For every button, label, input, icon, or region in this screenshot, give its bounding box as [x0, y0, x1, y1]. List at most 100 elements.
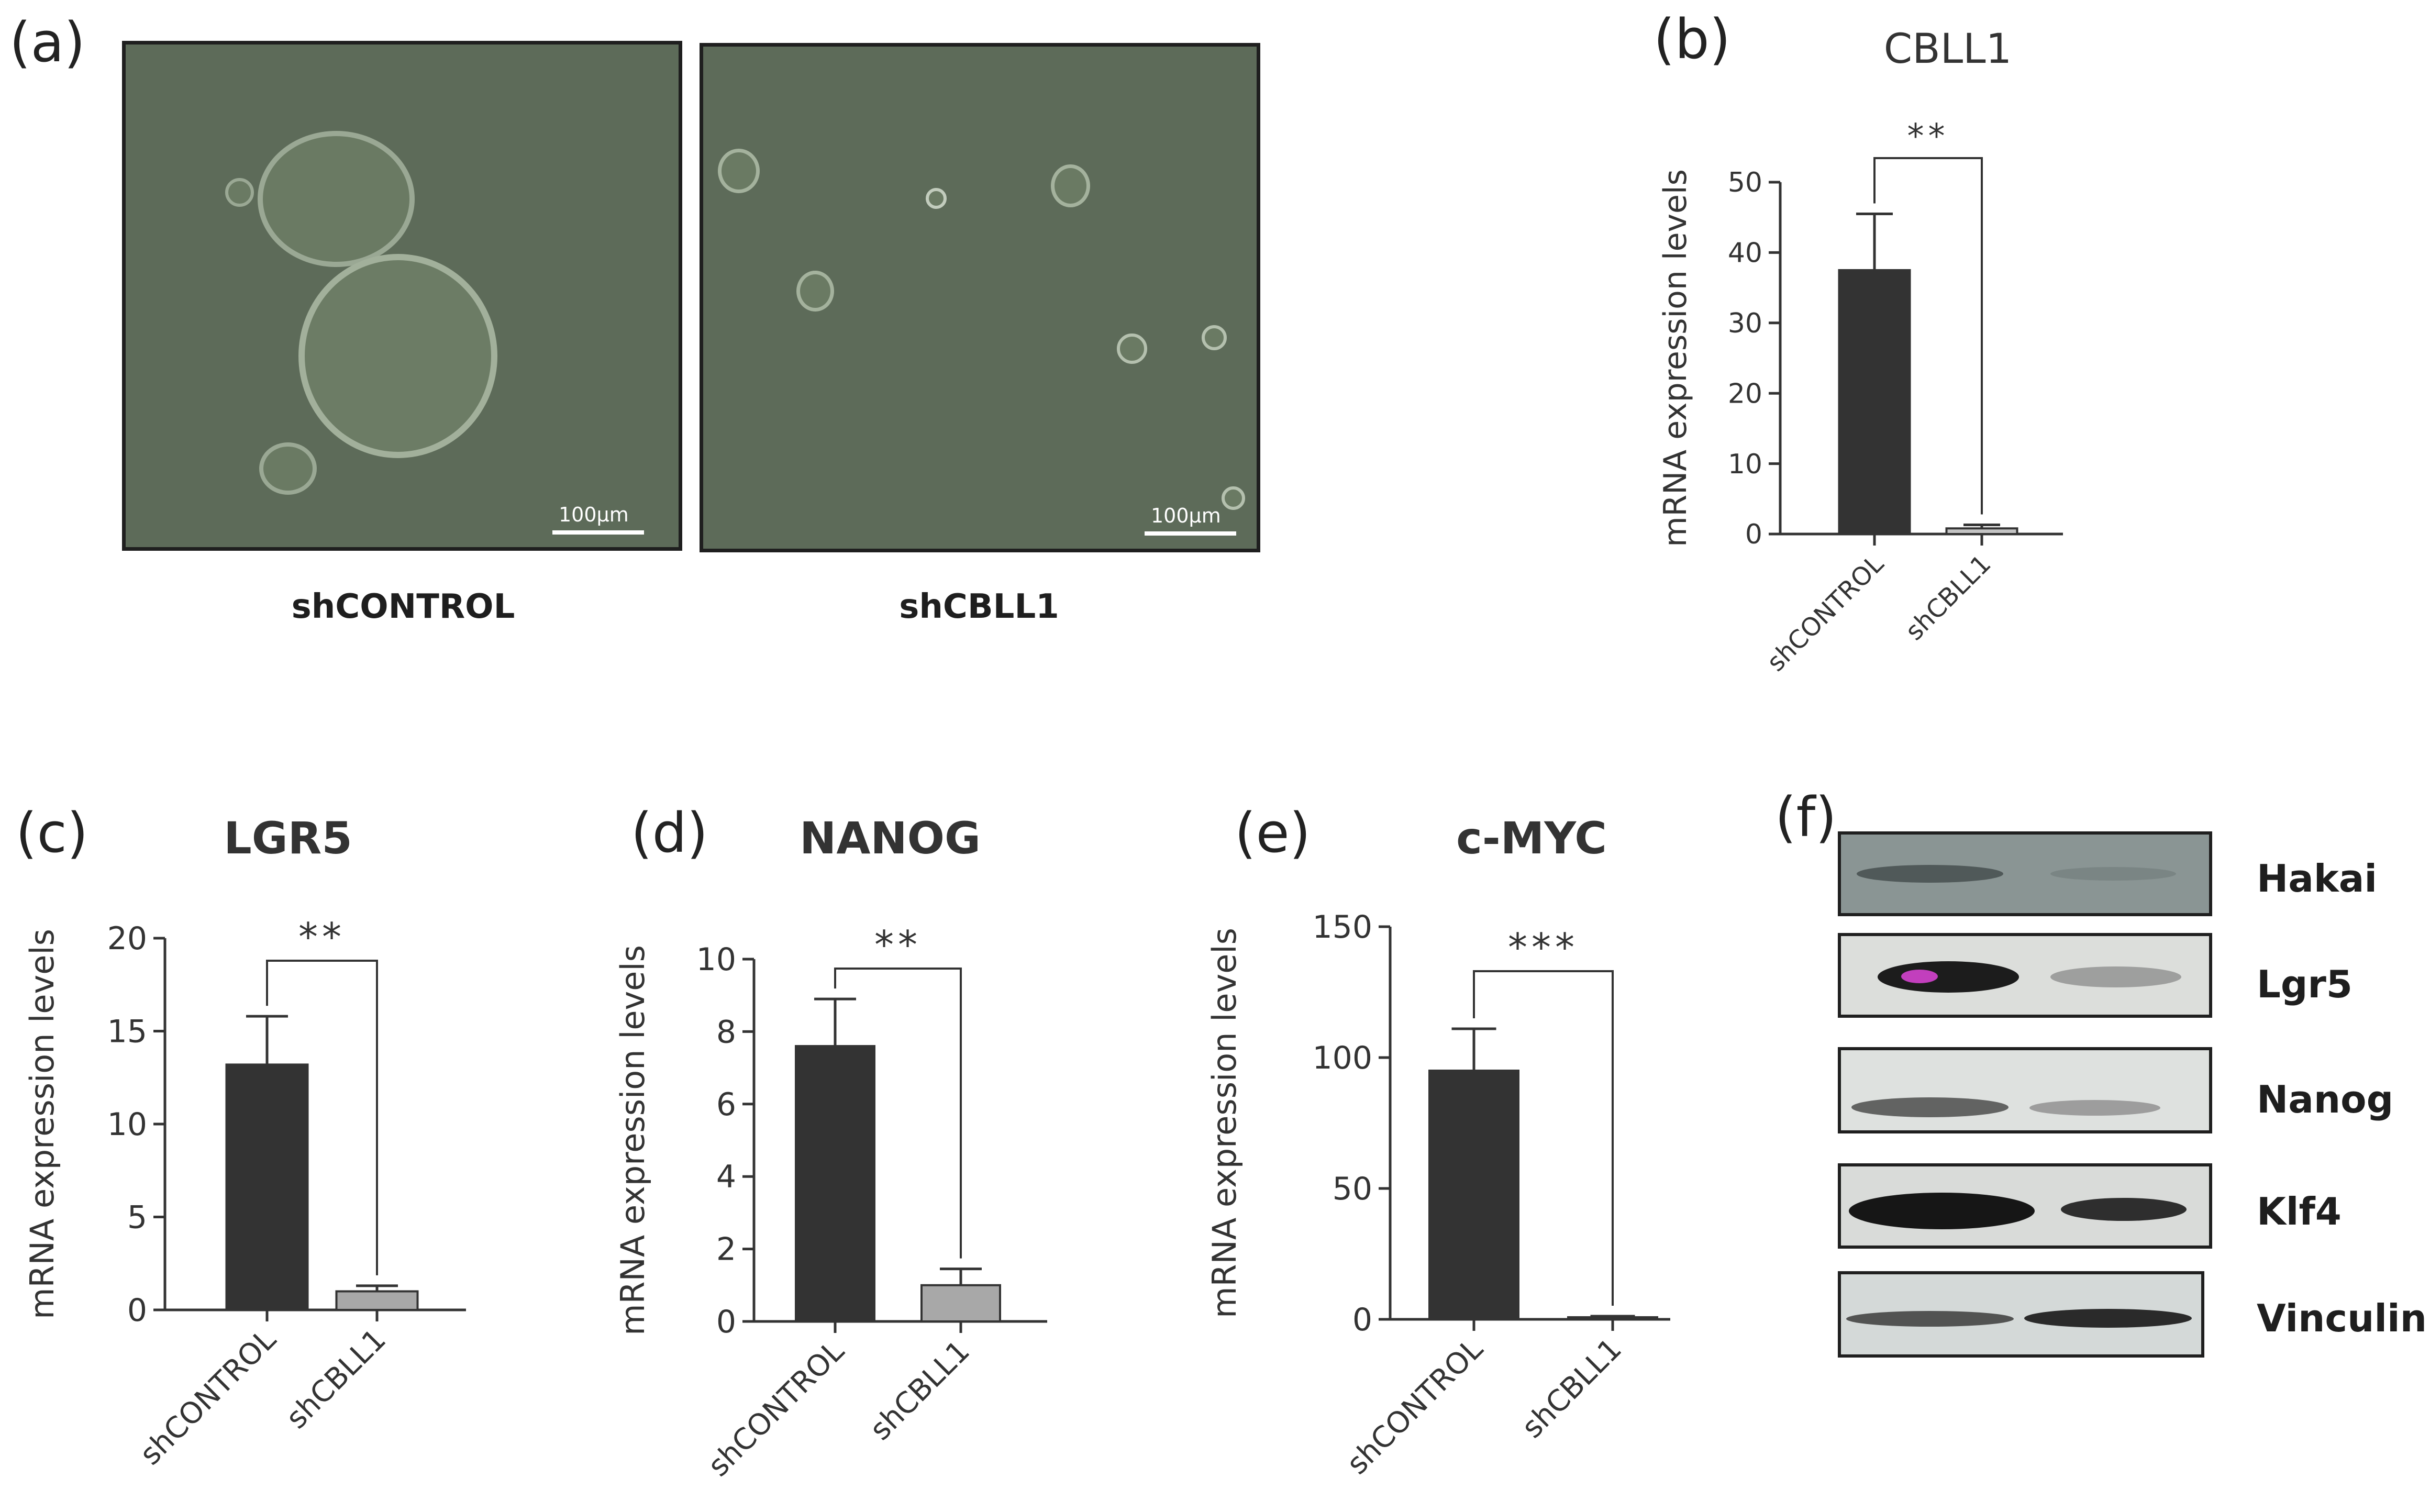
bar: [1428, 1070, 1519, 1320]
cell-cluster: [1117, 333, 1147, 364]
blot-hakai: [1838, 831, 2212, 916]
scale-bar: [1145, 531, 1236, 536]
bar: [795, 1045, 875, 1322]
significance-label: ***: [1508, 925, 1579, 970]
cell-cluster: [258, 131, 415, 267]
bar: [1945, 527, 2018, 535]
cell-cluster: [926, 188, 947, 209]
panel-label-c: (c): [16, 801, 88, 865]
significance-label: **: [1907, 117, 1949, 156]
band: [1878, 961, 2019, 993]
y-tick-label: 10: [696, 941, 736, 978]
blot-label-vinculin: Vinculin: [2257, 1296, 2427, 1340]
panel-label-d: (d): [631, 801, 708, 865]
cell-cluster: [1222, 486, 1245, 510]
micrograph-caption-shcbll1: shCBLL1: [899, 587, 1059, 626]
significance-bracket: [1873, 157, 1983, 515]
y-tick-label: 100: [1312, 1040, 1372, 1076]
significance-label: **: [874, 922, 922, 968]
chart-title: NANOG: [800, 813, 981, 864]
band: [2050, 966, 2181, 987]
band: [2050, 867, 2176, 881]
y-tick-label: 0: [1352, 1302, 1372, 1338]
y-tick-label: 50: [1728, 167, 1762, 198]
scale-bar-label: 100μm: [559, 503, 629, 526]
micrograph-shcontrol: 100μm: [122, 41, 682, 551]
bar: [1567, 1316, 1658, 1320]
bar: [1838, 269, 1911, 535]
micrograph-caption-shcontrol: shCONTROL: [291, 587, 515, 626]
x-tick-label: shCBLL1: [1900, 549, 1996, 646]
x-tick-label: shCONTROL: [134, 1322, 283, 1472]
significance-bracket: [834, 968, 962, 1259]
y-tick-label: 6: [716, 1086, 736, 1123]
y-tick-label: 4: [716, 1159, 736, 1195]
bar: [335, 1290, 419, 1311]
chart-nanog: NANOG 0 2 4 6 8 10 mRNA expression levels shCONT…: [614, 813, 1047, 1483]
y-axis-label: mRNA expression levels: [1205, 928, 1244, 1318]
significance-bracket: [266, 960, 378, 1275]
chart-c-myc: c-MYC 0 50 100 150 mRNA expression levels shCO…: [1205, 813, 1670, 1481]
chart-title: LGR5: [224, 813, 352, 864]
cell-cluster: [225, 178, 254, 207]
y-tick-label: 50: [1333, 1171, 1372, 1207]
y-tick-label: 0: [127, 1292, 147, 1329]
cell-cluster: [718, 149, 760, 193]
y-tick-label: 8: [716, 1014, 736, 1050]
chart-title: CBLL1: [1884, 26, 2012, 73]
blot-vinculin: [1838, 1271, 2204, 1358]
blot-label-hakai: Hakai: [2257, 857, 2377, 900]
significance-label: **: [298, 915, 346, 960]
y-tick-label: 10: [1728, 449, 1762, 480]
cell-cluster: [796, 271, 834, 312]
band: [1849, 1193, 2035, 1229]
y-tick-label: 20: [1728, 378, 1762, 409]
panel-label-b: (b): [1654, 7, 1731, 71]
micrograph-shcbll1: 100μm: [700, 43, 1260, 552]
blot-klf4: [1838, 1163, 2212, 1249]
y-tick-label: 40: [1728, 238, 1762, 269]
y-tick-label: 2: [716, 1231, 736, 1268]
significance-bracket: [1473, 970, 1614, 1306]
bar: [920, 1284, 1001, 1322]
y-axis-label: mRNA expression levels: [1657, 169, 1694, 547]
blot-label-lgr5: Lgr5: [2257, 962, 2353, 1006]
chart-title: c-MYC: [1456, 813, 1607, 864]
y-tick-label: 10: [107, 1106, 147, 1143]
cell-cluster: [259, 442, 317, 495]
blot-nanog: [1838, 1047, 2212, 1133]
panel-label-e: (e): [1235, 801, 1311, 865]
y-tick-label: 20: [107, 920, 147, 957]
band: [1901, 970, 1938, 983]
panel-label-a: (a): [9, 10, 85, 74]
y-tick-label: 150: [1312, 909, 1372, 946]
scale-bar: [552, 530, 644, 535]
blot-lgr5: [1838, 933, 2212, 1018]
x-tick-label: shCBLL1: [1515, 1332, 1628, 1445]
band: [2024, 1309, 2192, 1328]
blot-label-nanog: Nanog: [2257, 1077, 2394, 1121]
y-tick-label: 30: [1728, 308, 1762, 339]
band: [2061, 1198, 2187, 1221]
band: [2029, 1100, 2160, 1116]
x-tick-label: shCBLL1: [280, 1322, 393, 1436]
band: [1846, 1311, 2014, 1327]
bar: [225, 1063, 309, 1311]
x-tick-label: shCONTROL: [702, 1334, 851, 1483]
y-axis-label: mRNA expression levels: [23, 929, 61, 1319]
x-tick-label: shCONTROL: [1761, 549, 1890, 677]
x-tick-label: shCBLL1: [863, 1334, 977, 1447]
chart-lgr5: LGR5 0 5 10 15 20 mRNA expression levels shCONT…: [23, 813, 466, 1472]
x-tick-label: shCONTROL: [1340, 1332, 1490, 1481]
y-axis-label: mRNA expression levels: [614, 945, 652, 1336]
band: [1851, 1097, 2009, 1117]
y-tick-label: 15: [107, 1014, 147, 1050]
cell-cluster: [1051, 164, 1090, 207]
scale-bar-label: 100μm: [1151, 504, 1221, 527]
y-tick-label: 0: [716, 1304, 736, 1340]
cell-cluster: [298, 254, 497, 458]
y-tick-label: 5: [127, 1199, 147, 1236]
band: [1857, 865, 2003, 883]
